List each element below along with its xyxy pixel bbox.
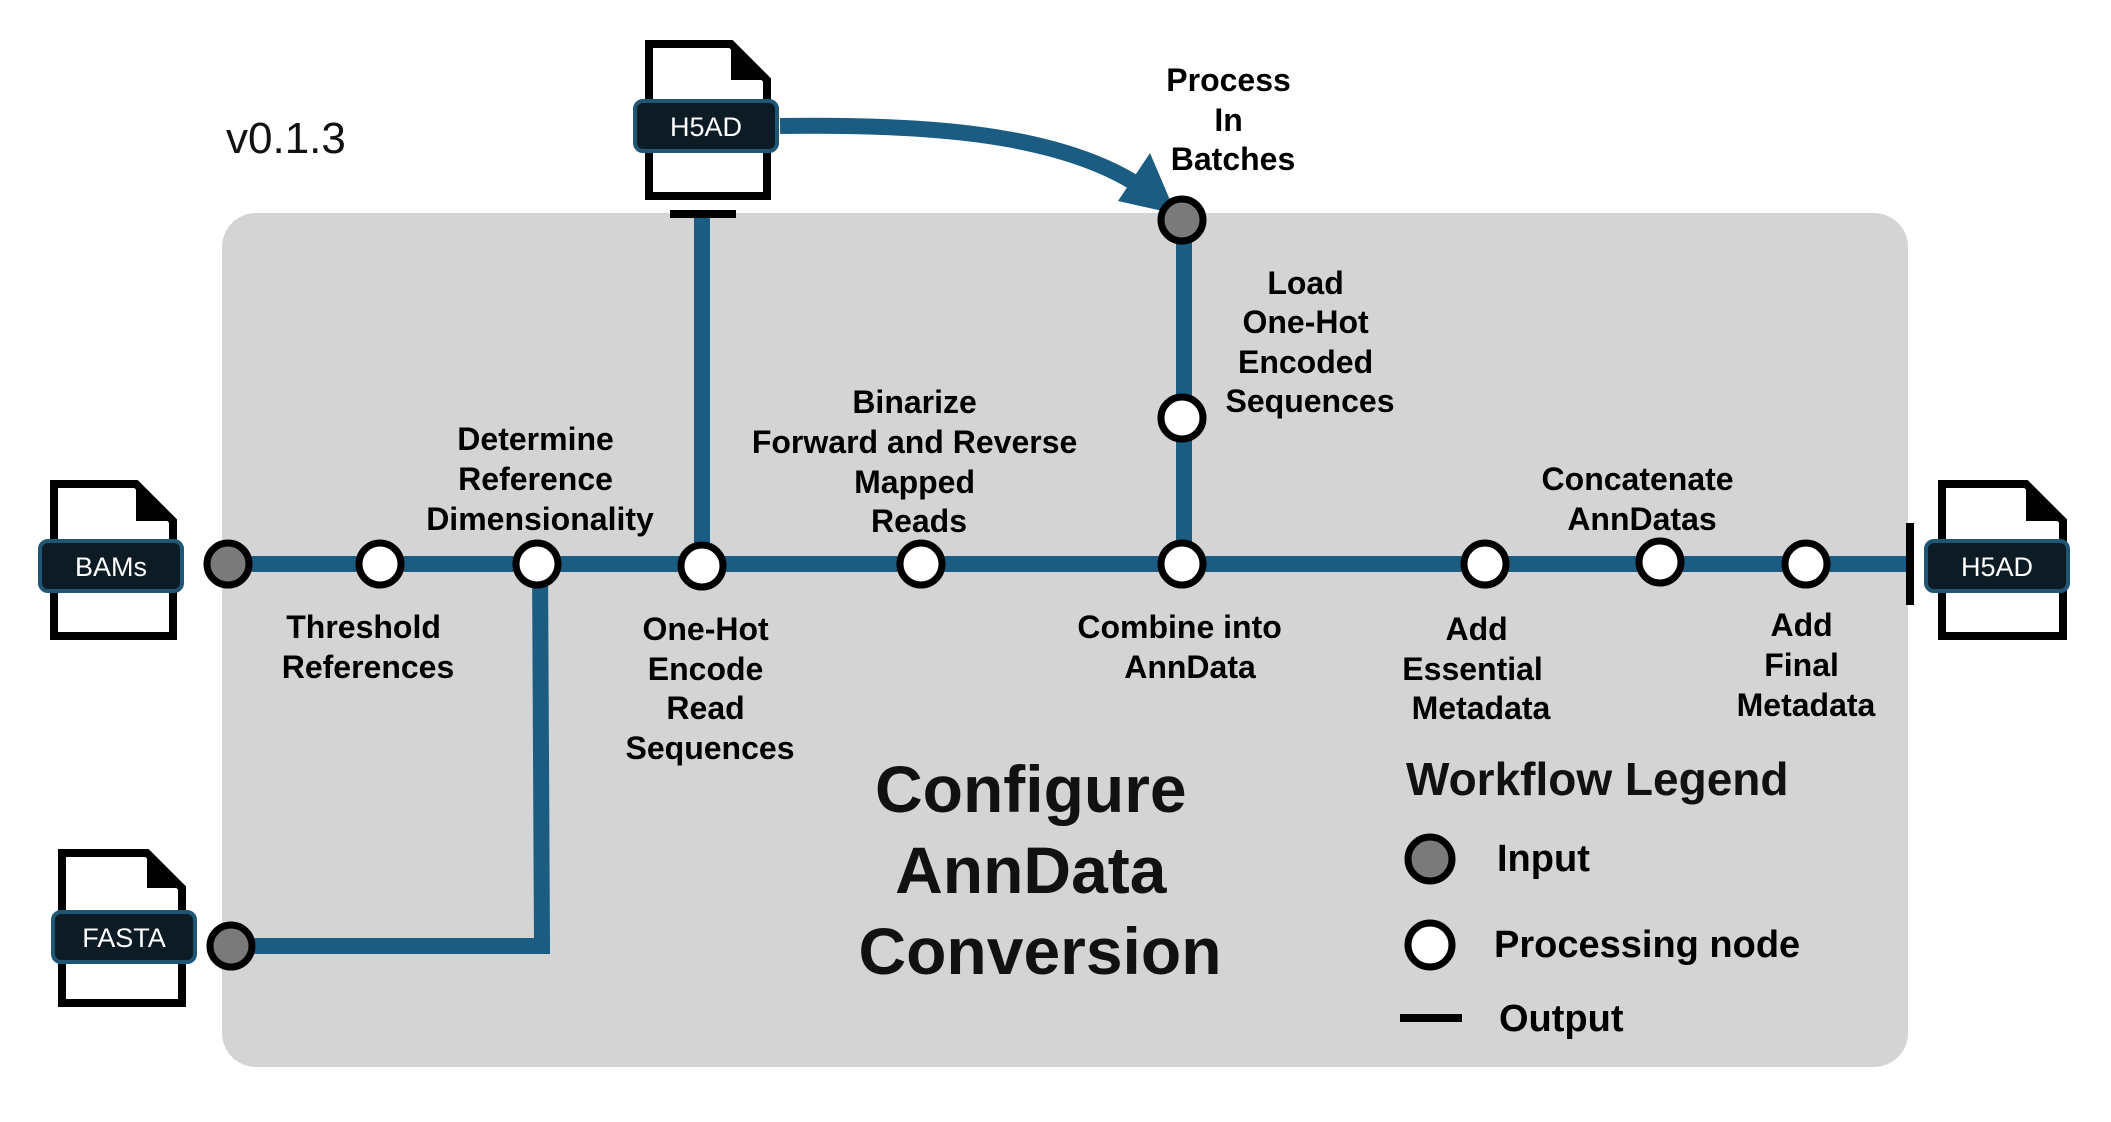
binarize-reads-node[interactable] — [896, 539, 946, 589]
fasta-tag — [51, 910, 197, 964]
legend-input-label: Input — [1497, 838, 1590, 880]
determine-reference-dimensionality-label: Determine Reference Dimensionality — [426, 421, 654, 537]
diagram-title: Configure AnnData Conversion — [858, 752, 1221, 988]
process-in-batches-node[interactable] — [1157, 195, 1207, 245]
one-hot-encode-label: One-Hot Encode Read Sequences — [626, 611, 795, 766]
combine-into-anndata-line: Combine into — [1077, 609, 1281, 645]
workflow-legend: Workflow Legend Input Processing node Ou… — [1400, 753, 1800, 1040]
one-hot-encode-node[interactable] — [677, 541, 727, 591]
add-essential-metadata-node[interactable] — [1460, 539, 1510, 589]
rails — [230, 117, 1912, 954]
legend-title: Workflow Legend — [1406, 753, 1789, 805]
version-label: v0.1.3 — [226, 114, 346, 163]
combine-into-anndata-line: AnnData — [1124, 649, 1256, 685]
determine-dimensionality-line: Determine — [457, 421, 614, 457]
nodes — [203, 195, 1831, 971]
process-in-batches-line: Batches — [1171, 141, 1296, 177]
fasta-input-node[interactable] — [206, 921, 256, 971]
binarize-reads-line: Forward and Reverse — [752, 424, 1077, 460]
load-one-hot-line: Load — [1267, 265, 1343, 301]
add-final-metadata-label: Add Final Metadata — [1737, 607, 1876, 723]
one-hot-encode-line: One-Hot — [642, 611, 769, 647]
determine-dimensionality-line: Dimensionality — [426, 501, 654, 537]
bams-label: BAMs — [75, 552, 147, 582]
fasta-file[interactable]: FASTA — [51, 849, 197, 1007]
fasta-label: FASTA — [82, 923, 166, 953]
h5ad-input-tag — [633, 99, 779, 153]
add-final-metadata-node[interactable] — [1781, 539, 1831, 589]
determine-dimensionality-line: Reference — [458, 461, 613, 497]
h5ad-input-file-fold — [731, 44, 767, 80]
one-hot-encode-line: Encode — [648, 651, 764, 687]
add-essential-metadata-line: Add — [1445, 611, 1507, 647]
workflow-panel — [222, 213, 1908, 1067]
binarize-reads-label: Binarize Forward and Reverse Mapped Read… — [752, 384, 1086, 539]
legend-output-label: Output — [1499, 998, 1624, 1040]
concatenate-anndatas-node[interactable] — [1635, 537, 1685, 587]
h5ad-output-file[interactable]: H5AD — [1924, 480, 2070, 640]
one-hot-encode-line: Sequences — [626, 730, 795, 766]
bams-tag — [38, 539, 184, 593]
threshold-references-label: Threshold References — [282, 609, 455, 685]
legend-processing-label: Processing node — [1494, 924, 1800, 966]
binarize-reads-line: Mapped — [854, 464, 975, 500]
bams-file-fold — [136, 484, 173, 521]
h5ad-arrow — [779, 117, 1143, 192]
h5ad-input-file[interactable]: H5AD — [633, 40, 779, 200]
load-one-hot-line: Encoded — [1238, 344, 1373, 380]
concatenate-anndatas-line: AnnDatas — [1567, 501, 1716, 537]
add-essential-metadata-line: Essential — [1402, 651, 1543, 687]
h5ad-output-file-fold — [2026, 484, 2063, 521]
h5ad-output-tag — [1924, 539, 2070, 593]
load-one-hot-node[interactable] — [1157, 393, 1207, 443]
threshold-references-line: References — [282, 649, 455, 685]
fasta-rail — [232, 563, 551, 954]
process-in-batches-line: Process — [1166, 62, 1291, 98]
combine-into-anndata-label: Combine into AnnData — [1077, 609, 1290, 685]
add-essential-metadata-line: Metadata — [1412, 690, 1551, 726]
concatenate-anndatas-line: Concatenate — [1542, 461, 1734, 497]
process-in-batches-line: In — [1214, 102, 1242, 138]
diagram-title-line: Conversion — [858, 914, 1221, 988]
load-one-hot-label: Load One-Hot Encoded Sequences — [1226, 265, 1395, 419]
binarize-reads-line: Reads — [871, 503, 967, 539]
h5ad-input-label: H5AD — [670, 112, 742, 142]
load-one-hot-line: One-Hot — [1242, 304, 1369, 340]
legend-processing-icon — [1404, 919, 1456, 971]
process-in-batches-label: Process In Batches — [1166, 62, 1299, 177]
binarize-reads-line: Binarize — [852, 384, 976, 420]
one-hot-encode-line: Read — [666, 690, 744, 726]
legend-input-icon — [1404, 833, 1456, 885]
h5ad-output-label: H5AD — [1961, 552, 2033, 582]
step-labels: Threshold References Determine Reference… — [282, 62, 1876, 766]
h5ad-arrow-head — [1118, 153, 1176, 214]
load-one-hot-line: Sequences — [1226, 383, 1395, 419]
threshold-references-line: Threshold — [286, 609, 441, 645]
bams-file[interactable]: BAMs — [38, 480, 184, 640]
fasta-file-fold — [147, 853, 182, 888]
add-final-metadata-line: Final — [1764, 647, 1839, 683]
diagram-title-line: Configure — [875, 752, 1187, 826]
add-final-metadata-line: Metadata — [1737, 687, 1876, 723]
add-essential-metadata-label: Add Essential Metadata — [1402, 611, 1551, 726]
bams-input-node[interactable] — [203, 539, 253, 589]
determine-reference-dimensionality-node[interactable] — [512, 539, 562, 589]
combine-into-anndata-node[interactable] — [1157, 539, 1207, 589]
concatenate-anndatas-label: Concatenate AnnDatas — [1542, 461, 1743, 537]
add-final-metadata-line: Add — [1770, 607, 1832, 643]
diagram-title-line: AnnData — [895, 833, 1168, 907]
threshold-references-node[interactable] — [355, 539, 405, 589]
